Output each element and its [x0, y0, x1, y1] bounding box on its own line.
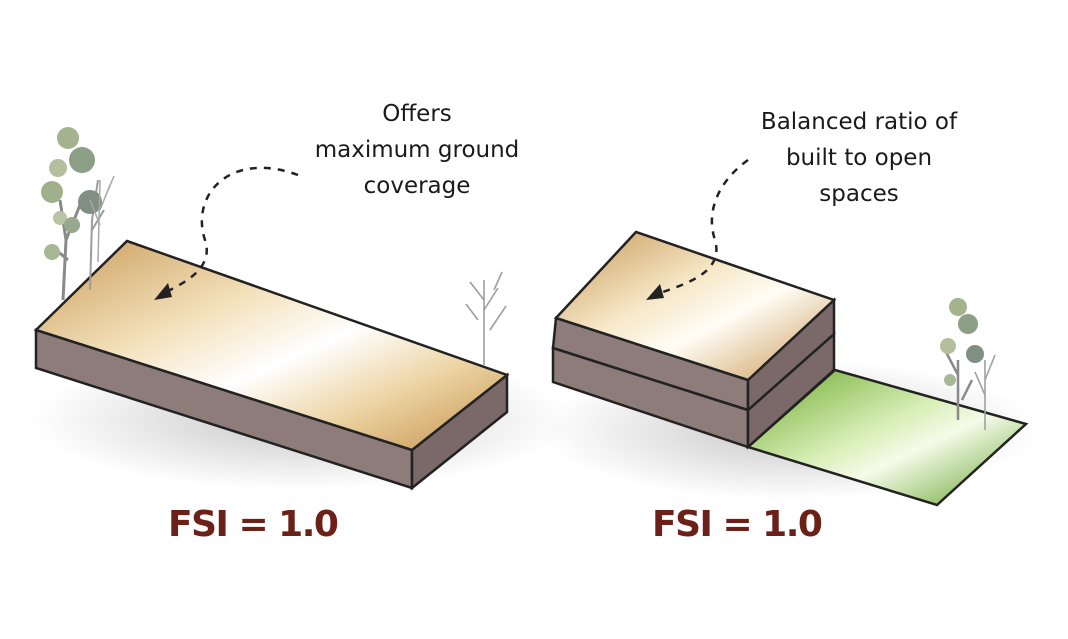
arrow-right-head	[646, 284, 664, 300]
tree-right-leafy	[940, 298, 996, 430]
left-annotation-line-3: coverage	[363, 173, 471, 199]
left-fsi-label: FSI = 1.0	[168, 504, 339, 545]
tree-left-leafy	[41, 127, 105, 301]
right-annotation-line-3: spaces	[819, 181, 899, 207]
left-annotation: Offers maximum ground coverage	[292, 96, 542, 204]
right-site-block	[540, 230, 1040, 507]
tree-bare-mid	[465, 271, 507, 365]
right-annotation-line-2: built to open	[785, 145, 933, 171]
right-fsi-label: FSI = 1.0	[652, 504, 823, 545]
right-annotation: Balanced ratio of built to open spaces	[728, 104, 990, 212]
right-annotation-line-1: Balanced ratio of	[760, 109, 958, 135]
arrow-right	[646, 158, 749, 300]
left-block-top-face	[33, 239, 510, 452]
tree-left-bare	[89, 175, 115, 263]
arrow-left-head	[154, 283, 172, 300]
arrow-left	[154, 166, 299, 300]
upper-floor-top	[553, 230, 837, 382]
left-annotation-line-2: maximum ground	[314, 137, 520, 163]
left-site-block	[30, 239, 570, 491]
left-annotation-line-1: Offers	[382, 101, 452, 127]
